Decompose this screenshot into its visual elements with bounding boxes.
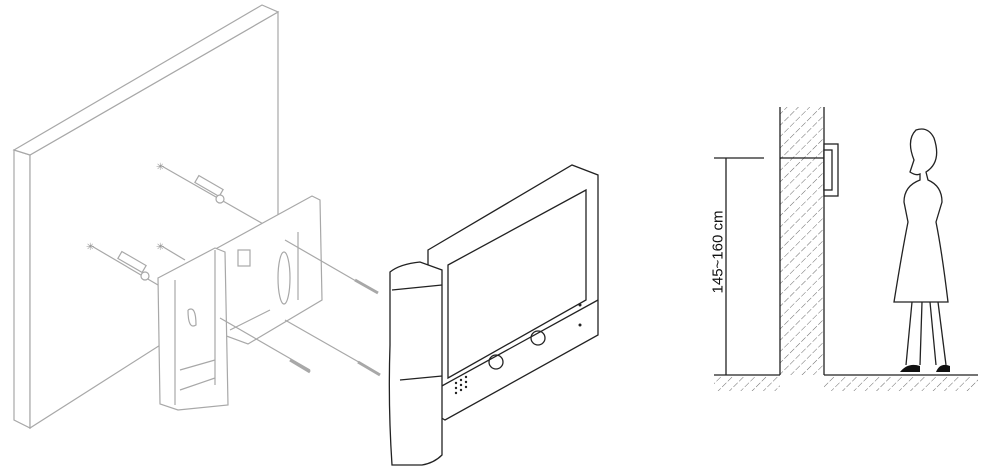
person-figure [893,128,950,372]
height-recommendation-panel [714,107,978,391]
handset-cradle [157,247,229,411]
svg-text:✳: ✳ [156,162,164,173]
screws [219,239,381,377]
svg-text:✳: ✳ [156,242,164,253]
wall-anchors: ✳ ✳ ✳ [86,162,266,286]
svg-text:✳: ✳ [86,242,94,253]
mounting-bracket [209,195,323,345]
indoor-monitor [427,164,599,421]
handset [388,261,443,466]
height-label: 145~160 cm [709,210,727,294]
wall [12,4,280,430]
